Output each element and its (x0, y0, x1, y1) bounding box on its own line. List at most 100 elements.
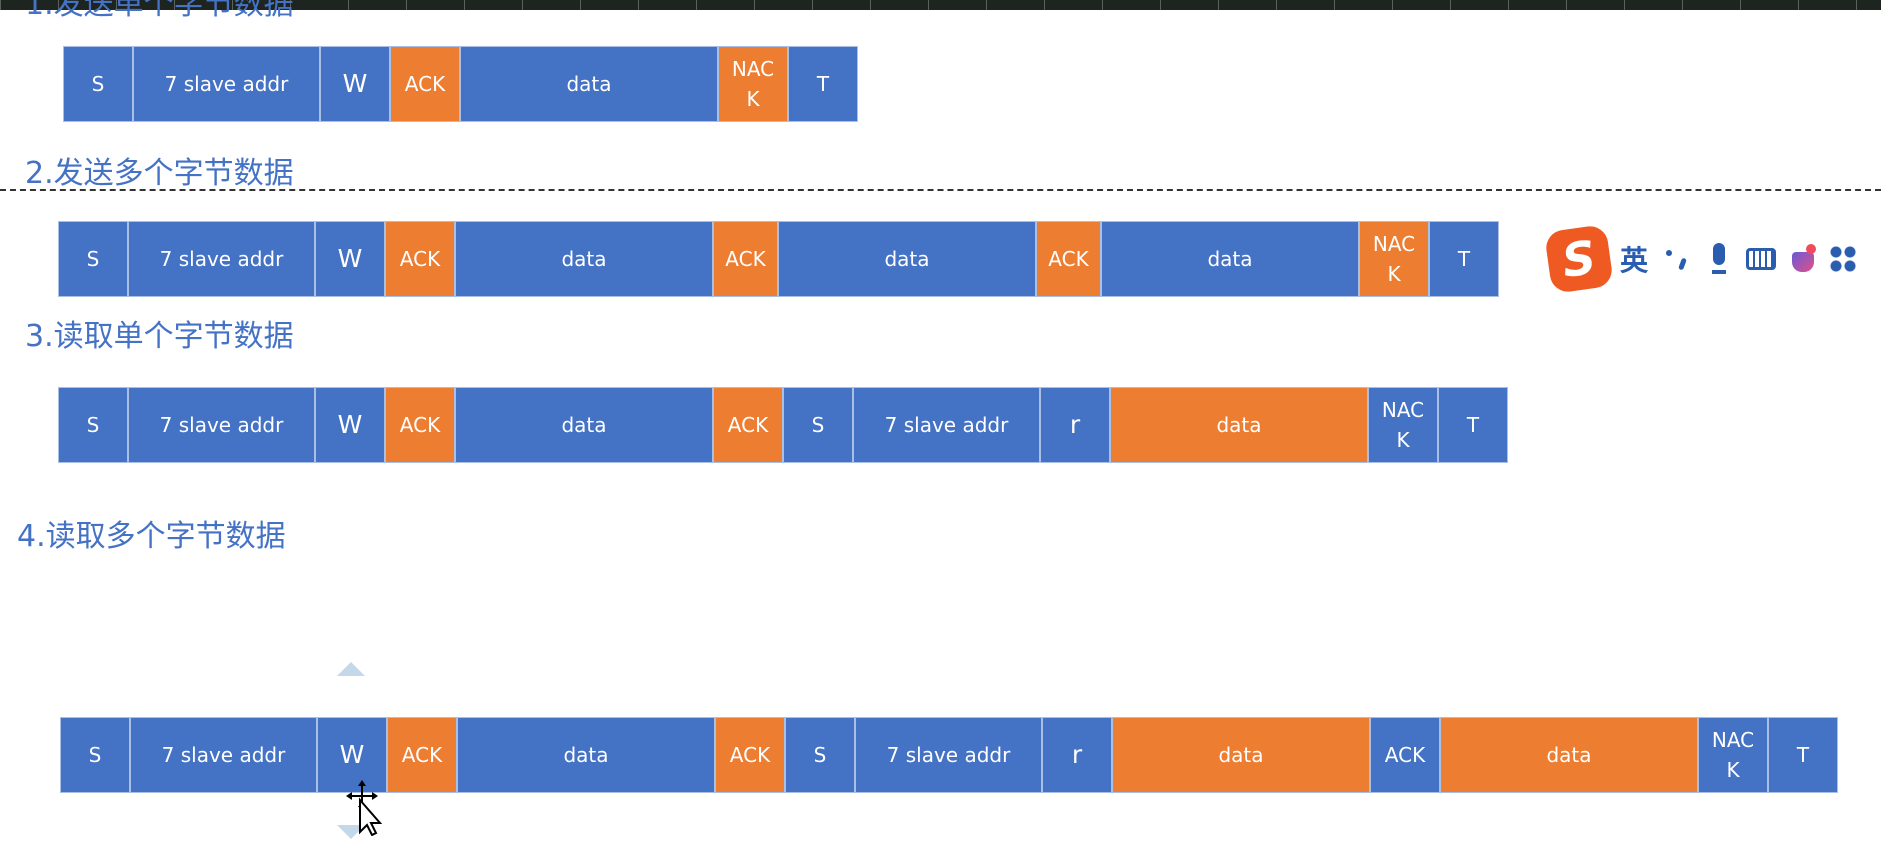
ruler-tick (58, 0, 59, 10)
heading-read-single-byte: 3.读取单个字节数据 (25, 319, 294, 354)
start-segment: S (785, 717, 855, 793)
ack-segment: ACK (713, 221, 778, 297)
microphone-icon[interactable] (1704, 241, 1734, 277)
slave-addr-segment: 7 slave addr (853, 387, 1040, 463)
ruler-tick (870, 0, 871, 10)
start-segment: S (58, 221, 128, 297)
resize-handle-top[interactable] (337, 662, 365, 676)
ruler-tick (754, 0, 755, 10)
ruler-tick (522, 0, 523, 10)
ruler-tick (638, 0, 639, 10)
stop-segment: T (1438, 387, 1508, 463)
data-segment: data (460, 46, 718, 122)
write-segment: W (315, 221, 385, 297)
nack-label: NACK (1381, 398, 1425, 452)
stop-segment: T (788, 46, 858, 122)
slave-addr-segment: 7 slave addr (855, 717, 1042, 793)
ruler-tick (986, 0, 987, 10)
nack-segment: NACK (1368, 387, 1438, 463)
ruler-tick (1450, 0, 1451, 10)
start-segment: S (783, 387, 853, 463)
data-segment: data (1110, 387, 1368, 463)
sogou-logo-icon[interactable]: S (1543, 223, 1615, 295)
start-segment: S (58, 387, 128, 463)
data-segment: data (455, 387, 713, 463)
ruler-tick (116, 0, 117, 10)
data-segment: data (1112, 717, 1370, 793)
move-cursor-icon (346, 780, 382, 836)
ruler-tick (696, 0, 697, 10)
ruler-tick (1740, 0, 1741, 10)
ruler-tick (1276, 0, 1277, 10)
ack-segment: ACK (1370, 717, 1440, 793)
ack-segment: ACK (385, 221, 455, 297)
data-segment: data (778, 221, 1036, 297)
ruler-tick (1508, 0, 1509, 10)
ruler-tick (348, 0, 349, 10)
slave-addr-segment: 7 slave addr (133, 46, 320, 122)
ruler-tick (464, 0, 465, 10)
top-ruler (0, 0, 1881, 10)
language-toggle[interactable]: 英 (1620, 244, 1649, 277)
ruler-tick (1392, 0, 1393, 10)
ack-segment: ACK (1036, 221, 1101, 297)
nack-segment: NACK (718, 46, 788, 122)
start-segment: S (60, 717, 130, 793)
data-segment: data (455, 221, 713, 297)
ruler-tick (1682, 0, 1683, 10)
ime-toolbar[interactable]: S 英 (1543, 223, 1881, 295)
nack-label: NACK (1372, 232, 1416, 286)
nack-segment: NACK (1359, 221, 1429, 297)
ruler-tick (1856, 0, 1857, 10)
stop-segment: T (1768, 717, 1838, 793)
ruler-tick (1566, 0, 1567, 10)
ruler-tick (1044, 0, 1045, 10)
ack-segment: ACK (715, 717, 785, 793)
skin-icon[interactable] (1788, 244, 1818, 274)
ruler-tick (0, 0, 1, 10)
keyboard-icon[interactable] (1746, 248, 1777, 270)
selection-dashed-line (0, 189, 1881, 191)
slave-addr-segment: 7 slave addr (128, 387, 315, 463)
ack-segment: ACK (387, 717, 457, 793)
ack-segment: ACK (385, 387, 455, 463)
ruler-tick (1102, 0, 1103, 10)
nack-segment: NACK (1698, 717, 1768, 793)
ruler-tick (1798, 0, 1799, 10)
resize-handle-bottom[interactable] (337, 825, 365, 839)
ruler-tick (812, 0, 813, 10)
toolbox-icon[interactable] (1830, 246, 1857, 272)
nack-label: NACK (731, 57, 775, 111)
read-segment: r (1040, 387, 1110, 463)
write-segment: W (315, 387, 385, 463)
write-segment: W (320, 46, 390, 122)
data-segment: data (457, 717, 715, 793)
data-segment: data (1440, 717, 1698, 793)
ack-segment: ACK (713, 387, 783, 463)
ruler-tick (580, 0, 581, 10)
ruler-tick (406, 0, 407, 10)
slave-addr-segment: 7 slave addr (128, 221, 315, 297)
write-segment: W (317, 717, 387, 793)
ruler-tick (1624, 0, 1625, 10)
heading-send-single-byte: 1.发送单个字节数据 (25, 0, 294, 22)
read-segment: r (1042, 717, 1112, 793)
ruler-tick (1160, 0, 1161, 10)
ruler-tick (1218, 0, 1219, 10)
stop-segment: T (1429, 221, 1499, 297)
ruler-tick (928, 0, 929, 10)
ruler-tick (174, 0, 175, 10)
ruler-tick (232, 0, 233, 10)
ruler-tick (290, 0, 291, 10)
punctuation-icon[interactable] (1662, 244, 1692, 274)
heading-send-multiple-bytes: 2.发送多个字节数据 (25, 156, 294, 191)
data-segment: data (1101, 221, 1359, 297)
ack-segment: ACK (390, 46, 460, 122)
ruler-tick (1334, 0, 1335, 10)
nack-label: NACK (1711, 728, 1755, 782)
start-segment: S (63, 46, 133, 122)
